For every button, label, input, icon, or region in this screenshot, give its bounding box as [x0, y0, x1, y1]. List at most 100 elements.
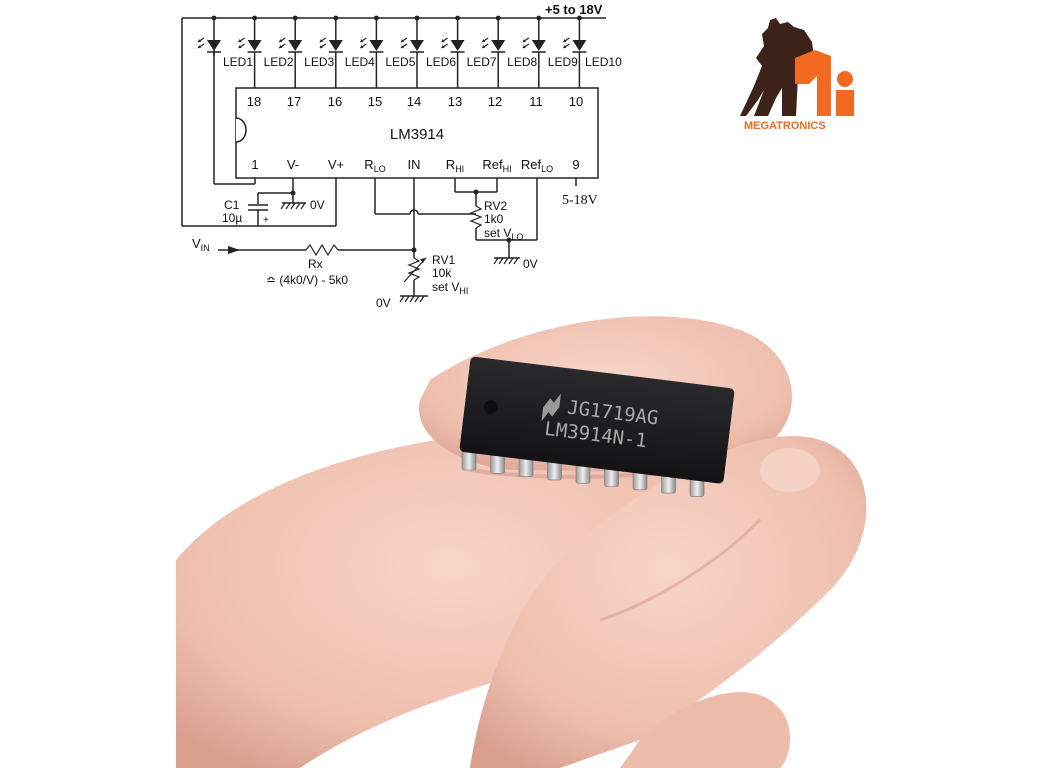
- ns-logo-icon: [541, 393, 561, 422]
- ic-pin-number: 13: [448, 94, 462, 109]
- led-junction: [577, 15, 582, 21]
- led-label: LED10: [585, 55, 622, 69]
- led-label: LED1: [223, 55, 253, 69]
- ic-body: [235, 87, 599, 179]
- pin-ref-hi-label: RefHI: [482, 157, 511, 174]
- gnd3-hatch: [399, 295, 425, 303]
- led-junction: [536, 15, 542, 21]
- logo-word: MEGATRONICS: [744, 120, 826, 132]
- ic-pin-number: 11: [529, 94, 543, 109]
- led-icon: [288, 40, 303, 51]
- nail-highlight: [760, 448, 820, 492]
- led-junction: [252, 15, 257, 21]
- ic-pin-number: 17: [287, 94, 301, 109]
- gnd3-label: 0V: [376, 296, 391, 310]
- led-icon: [531, 40, 546, 51]
- c1-polarity: +: [263, 215, 269, 226]
- led-junction: [374, 15, 379, 21]
- side-note: 5-18V: [562, 193, 598, 208]
- thumb: [176, 430, 726, 768]
- led-icon: [369, 40, 384, 51]
- led-icon: [328, 40, 343, 51]
- c1-name: C1: [224, 198, 240, 212]
- pin-1-number: 1: [251, 157, 258, 172]
- led-arrowhead-icon: [279, 39, 283, 48]
- rv1-note: set VHI: [432, 280, 468, 296]
- ic-pin-number: 15: [368, 94, 382, 109]
- led-junction: [292, 15, 298, 21]
- ic-pin-number: 14: [407, 94, 421, 109]
- led-label: LED3: [304, 55, 334, 69]
- led-icon: [247, 40, 262, 51]
- gnd2-label: 0V: [523, 257, 538, 271]
- pin-9-number: 9: [572, 157, 579, 172]
- crease-2: [599, 518, 762, 622]
- c1-value: 10µ: [222, 211, 242, 225]
- pin-in-label: IN: [408, 157, 421, 172]
- led-label: LED4: [345, 55, 375, 69]
- logo-m-icon: [795, 50, 831, 116]
- ic-pin-number: 10: [569, 94, 583, 109]
- vin-label: VIN: [192, 236, 210, 253]
- logo-i-stem: [836, 90, 854, 116]
- led-junction: [414, 15, 420, 21]
- led-label: LED6: [426, 55, 456, 69]
- led-junction: [333, 15, 339, 21]
- supply-label: +5 to 18V: [545, 2, 603, 17]
- middle-finger: [470, 436, 867, 768]
- rv2-resistor: [469, 205, 483, 229]
- rhino-icon: [740, 18, 814, 116]
- led-icon: [207, 40, 221, 51]
- led-junction: [211, 15, 217, 21]
- rv1-resistor: [407, 257, 421, 281]
- led-arrowhead-icon: [319, 39, 323, 48]
- chip-body: [459, 356, 735, 484]
- gnd2-hatch: [493, 257, 519, 265]
- led-arrowhead-icon: [360, 39, 364, 48]
- led-label: LED2: [264, 55, 294, 69]
- ring-finger: [620, 692, 790, 768]
- led-arrowhead-icon: [401, 39, 404, 48]
- led-icon: [572, 40, 587, 51]
- led-icon: [410, 40, 424, 51]
- led-label: LED7: [467, 55, 497, 69]
- rv1-arrow-icon: [420, 258, 426, 263]
- pin-r-hi-label: RHI: [446, 157, 464, 174]
- led-arrowhead-icon: [563, 39, 567, 48]
- pin-r-lo-label: RLO: [364, 157, 385, 174]
- megatronics-logo: MEGATRONICS: [740, 18, 854, 132]
- gnd1-label: 0V: [310, 198, 325, 212]
- vin-arrow-icon: [228, 246, 240, 254]
- led-arrowhead-icon: [482, 39, 486, 48]
- led-array: LED1 LED2 LED3 LED4 LED5 LED6 LED7 LED8 LED9 LED1…: [197, 15, 622, 88]
- pin-ref-lo-label: RefLO: [521, 157, 553, 174]
- led-label: LED9: [548, 55, 578, 69]
- rx-name: Rx: [308, 257, 323, 271]
- pin-v-plus-label: V+: [328, 157, 344, 172]
- ic-pin-number: 12: [488, 94, 502, 109]
- rv1-value: 10k: [432, 266, 452, 280]
- rx-resistor: [305, 243, 339, 257]
- gnd1-hatch: [280, 202, 306, 210]
- ic-notch: [235, 117, 247, 143]
- ic-pin-number: 18: [247, 94, 261, 109]
- led-icon: [450, 40, 465, 51]
- led-arrowhead-icon: [522, 39, 526, 48]
- led-arrowhead-icon: [441, 39, 445, 48]
- led-junction: [455, 15, 460, 21]
- logo-i-dot: [837, 71, 853, 87]
- rv1-name: RV1: [432, 253, 455, 267]
- led-icon: [491, 40, 506, 51]
- dip-chip-photo: JG1719AG LM3914N-1: [459, 356, 735, 497]
- led-label: LED5: [385, 55, 415, 69]
- chip-notch: [483, 400, 498, 415]
- led-label: LED8: [507, 55, 537, 69]
- led-junction: [495, 15, 501, 21]
- rv2-note: set VLO: [484, 226, 523, 242]
- ic-name: LM3914: [390, 126, 444, 143]
- rx-formula: ≏ (4k0/V) - 5k0: [266, 273, 348, 287]
- led-arrowhead-icon: [238, 39, 242, 48]
